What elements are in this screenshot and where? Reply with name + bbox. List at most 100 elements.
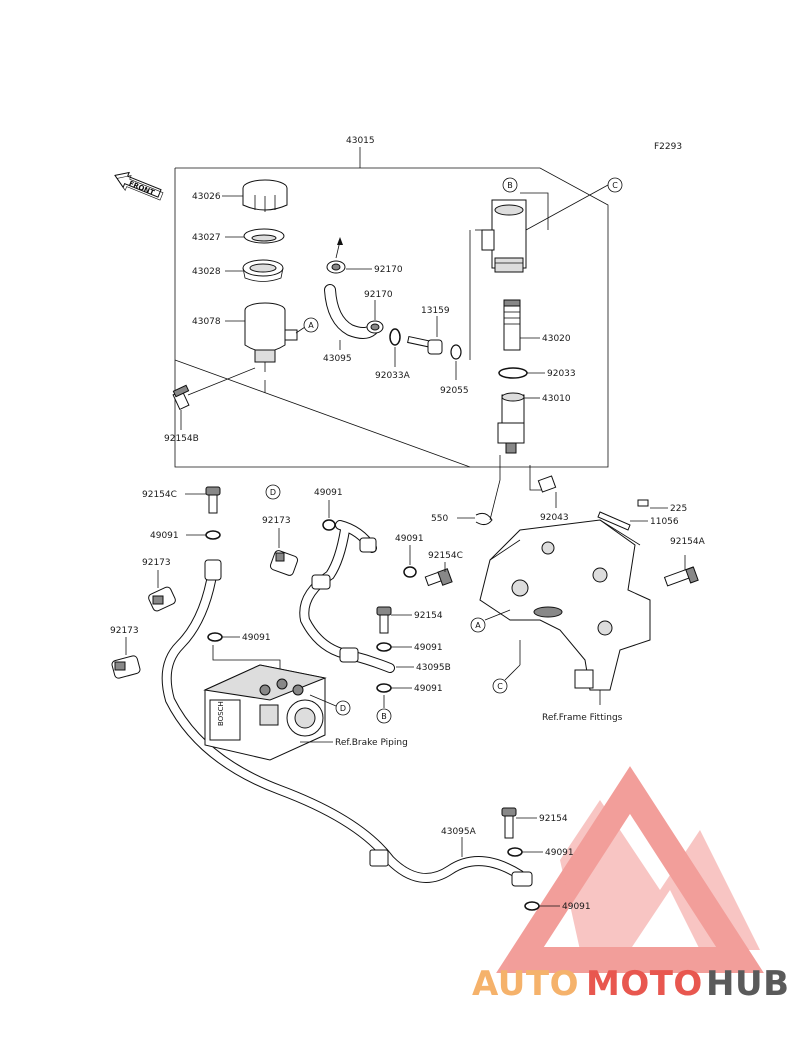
callout-92043: 92043: [540, 513, 569, 523]
diaphragm: [242, 259, 284, 282]
oring-92055: [450, 344, 462, 360]
pin-92043: [537, 475, 557, 493]
callout-49091-left1: 49091: [150, 531, 179, 541]
watermark-logo: [496, 766, 764, 973]
ref-circle-C-bracket: C: [492, 678, 508, 694]
svg-text:AUTO: AUTO: [472, 964, 579, 1004]
svg-text:A: A: [475, 621, 481, 630]
callout-13159: 13159: [421, 306, 450, 316]
circlip-92033A: [389, 328, 401, 346]
callout-92154A: 92154A: [670, 537, 706, 547]
ref-frame-fittings: Ref.Frame Fittings: [542, 713, 623, 723]
pedal-bracket: [479, 519, 651, 691]
brake-hose-43095A: [161, 559, 533, 887]
front-arrow-icon: FRONT: [114, 171, 164, 201]
callout-49091-center: 49091: [314, 488, 343, 498]
hose-clamp-lower: [366, 320, 384, 334]
washer-49091-left2: [207, 632, 223, 642]
banjo-bolt-92154-middle: [376, 606, 392, 634]
hose-clamp-upper: [326, 237, 346, 274]
ref-circle-D-left: D: [265, 484, 281, 500]
callout-43026: 43026: [192, 192, 221, 202]
master-cylinder-body: [475, 192, 549, 273]
ref-circle-D-abs: D: [335, 700, 351, 716]
clamp-92173-c: [269, 550, 299, 576]
pushrod-43010: [497, 392, 525, 454]
diaphragm-plate: [243, 228, 285, 244]
callout-92154B: 92154B: [164, 434, 199, 444]
watermark-text: AUTO MOTO HUB: [472, 964, 789, 1004]
svg-text:D: D: [270, 488, 276, 497]
washer-49091-left1: [205, 530, 221, 540]
callout-43015: 43015: [346, 136, 375, 146]
svg-text:MOTO: MOTO: [586, 964, 703, 1004]
bolt-92154B: [172, 384, 190, 411]
svg-text:HUB: HUB: [706, 964, 789, 1004]
callout-92154-bottom: 92154: [539, 814, 568, 824]
callout-43027: 43027: [192, 233, 221, 243]
cotter-pin-550: [475, 512, 493, 526]
callout-49091-center2: 49091: [395, 534, 424, 544]
svg-text:B: B: [381, 712, 387, 721]
callout-92033A: 92033A: [375, 371, 411, 381]
callout-92170-lower: 92170: [364, 290, 393, 300]
ref-circle-A-top: A: [303, 317, 319, 333]
pushrod-13159: [407, 335, 443, 355]
banjo-bolt-92154C-center: [424, 568, 453, 587]
callout-92154C-left: 92154C: [142, 490, 177, 500]
reservoir: [244, 302, 298, 393]
callout-92154-middle: 92154: [414, 611, 443, 621]
washer-49091-bottom2: [524, 901, 540, 911]
assembly-box-43015: [174, 147, 609, 468]
bolt-225: [637, 499, 649, 507]
callout-43020: 43020: [542, 334, 571, 344]
svg-text:A: A: [308, 321, 314, 330]
washer-49091-center2: [403, 566, 417, 578]
callout-92055: 92055: [440, 386, 469, 396]
clamp-92173-a: [148, 586, 176, 612]
ref-circle-C-top: C: [607, 177, 623, 193]
ref-circle-A-bracket: A: [470, 617, 486, 633]
brake-hose-43095B: [299, 520, 395, 673]
callout-92154C-center: 92154C: [428, 551, 463, 561]
callout-43010: 43010: [542, 394, 571, 404]
diagram-code: F2293: [654, 142, 682, 152]
callout-92173-c: 92173: [262, 516, 291, 526]
callout-92033: 92033: [547, 369, 576, 379]
callout-49091-left2: 49091: [242, 633, 271, 643]
callout-43078: 43078: [192, 317, 221, 327]
washer-49091-bottom1: [507, 847, 523, 857]
piston-43020: [503, 299, 521, 351]
callout-92173-b: 92173: [110, 626, 139, 636]
svg-text:D: D: [340, 704, 346, 713]
washer-49091-middle1: [376, 642, 392, 652]
callout-43095: 43095: [323, 354, 352, 364]
callout-92170-upper: 92170: [374, 265, 403, 275]
clamp-92173-b: [111, 655, 141, 679]
callout-550: 550: [431, 514, 448, 524]
ref-brake-piping: Ref.Brake Piping: [335, 738, 408, 748]
reservoir-hose-43095: [324, 284, 378, 339]
callout-43095B: 43095B: [416, 663, 451, 673]
callout-225: 225: [670, 504, 687, 514]
callout-49091-middle2: 49091: [414, 684, 443, 694]
callout-49091-bottom1: 49091: [545, 848, 574, 858]
callout-92173-a: 92173: [142, 558, 171, 568]
callout-43028: 43028: [192, 267, 221, 277]
banjo-bolt-92154-bottom: [501, 807, 517, 839]
reservoir-cap: [242, 179, 288, 212]
washer-49091-center: [322, 519, 336, 531]
callout-49091-middle1: 49091: [414, 643, 443, 653]
svg-text:C: C: [497, 682, 503, 691]
ref-circle-B-top: B: [502, 177, 518, 193]
callout-11056: 11056: [650, 517, 679, 527]
ref-circle-B-middle: B: [376, 708, 392, 724]
svg-text:B: B: [507, 181, 513, 190]
clip-11056: [597, 511, 631, 531]
banjo-bolt-92154C-left: [205, 486, 221, 514]
washer-49091-middle2: [376, 683, 392, 693]
svg-text:C: C: [612, 181, 618, 190]
bolt-92154A: [663, 566, 699, 587]
